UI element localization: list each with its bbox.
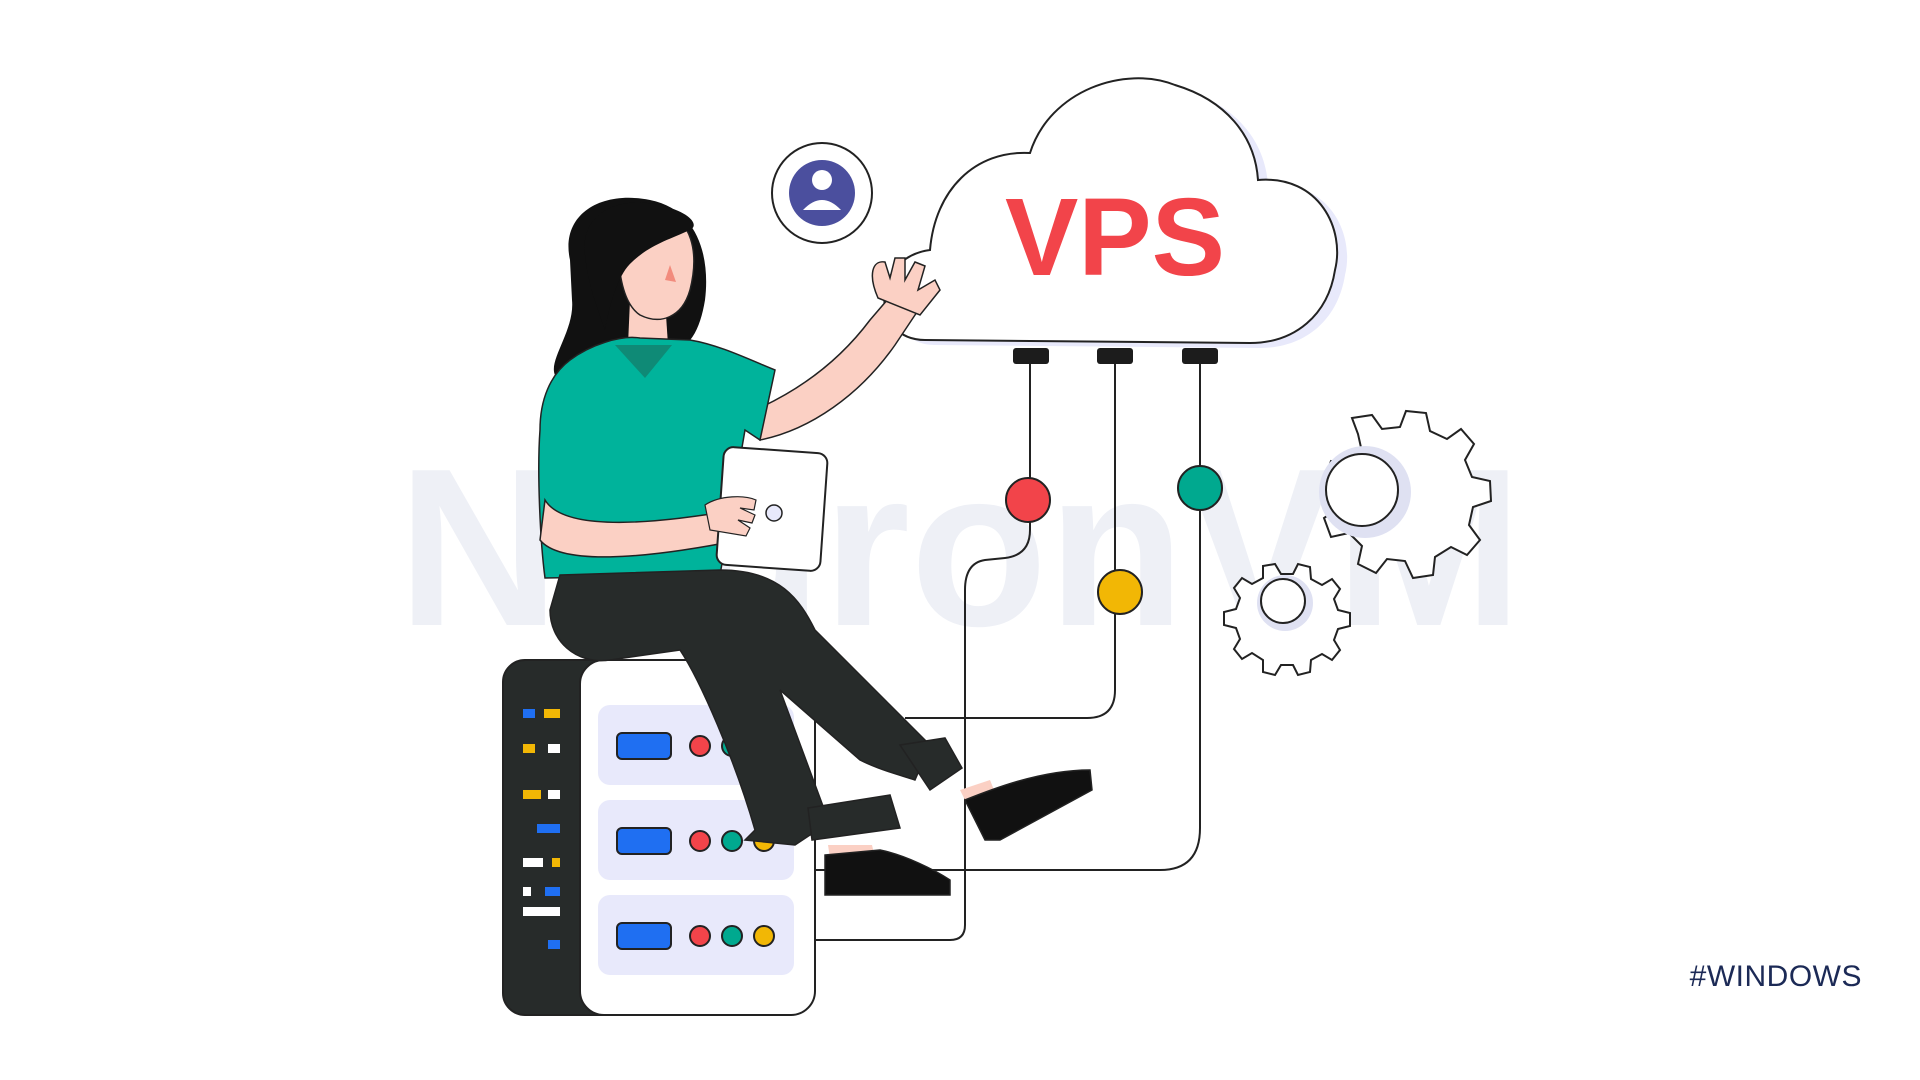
- rack-leds: [523, 709, 560, 949]
- gear-icon: [1319, 409, 1493, 580]
- gear-icon: [1223, 562, 1351, 677]
- cloud-label: VPS: [1005, 176, 1225, 299]
- connector-lines: [810, 360, 1201, 941]
- status-dot-teal: [1177, 465, 1223, 511]
- cloud-icon: VPS: [883, 77, 1348, 348]
- person-figure: [538, 197, 1093, 896]
- status-dot-yellow: [1097, 569, 1143, 615]
- hand-on-tablet: [704, 496, 757, 537]
- hashtag-label: #WINDOWS: [1689, 960, 1862, 993]
- cloud-ports: [1013, 348, 1218, 364]
- user-avatar-icon: [771, 142, 873, 244]
- status-dot-red: [1005, 477, 1051, 523]
- server-unit: [598, 895, 794, 975]
